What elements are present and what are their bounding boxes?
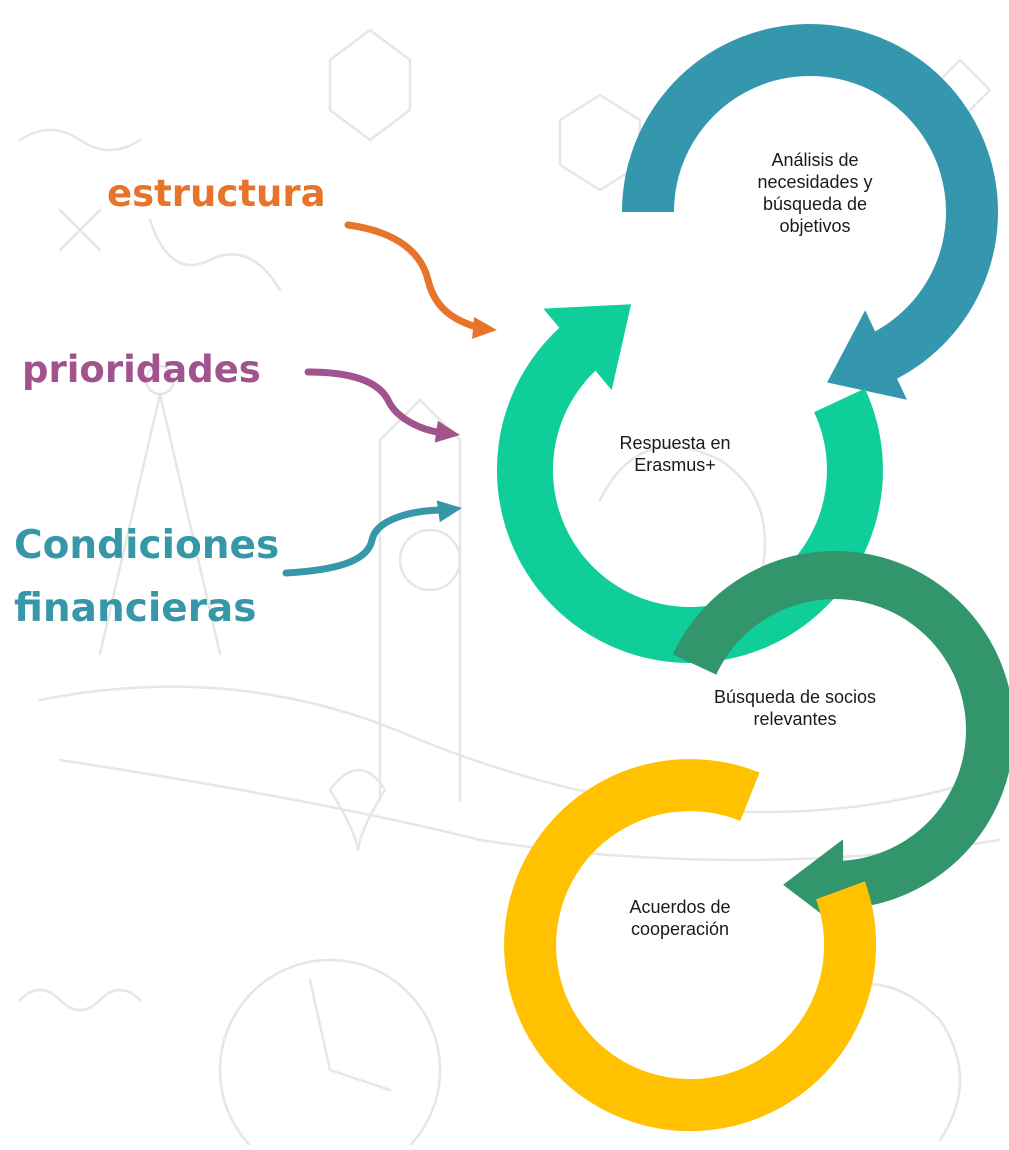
step-1-line-4: objetivos xyxy=(779,216,851,236)
step-2-arrowhead xyxy=(543,304,632,391)
step-2-ring xyxy=(497,322,883,663)
prioridades-arrowhead xyxy=(434,420,460,443)
step-1-line-1: Análisis de xyxy=(771,150,859,170)
condiciones-arrowhead xyxy=(436,500,462,523)
step-2-text: Respuesta en Erasmus+ xyxy=(590,432,760,476)
estructura-arrowhead xyxy=(472,317,497,339)
step-3-text: Búsqueda de socios relevantes xyxy=(680,686,910,730)
label-estructura: estructura xyxy=(107,172,326,215)
step-3-line-2: relevantes xyxy=(753,709,837,729)
label-condiciones-line2: financieras xyxy=(14,586,257,631)
prioridades-arrow-line xyxy=(304,368,447,437)
step-3-line-1: Búsqueda de socios xyxy=(713,687,877,707)
step-3-ring xyxy=(672,551,1009,909)
step-1-line-3: búsqueda de xyxy=(762,194,868,214)
step-4-line-2: cooperación xyxy=(630,919,730,939)
step-4-line-1: Acuerdos de xyxy=(629,897,731,917)
step-1-arrowhead xyxy=(827,310,907,400)
condiciones-arrow-line xyxy=(282,506,449,577)
step-2-line-2: Erasmus+ xyxy=(634,455,716,475)
step-1-ring xyxy=(622,24,998,383)
step-4-text: Acuerdos de cooperación xyxy=(595,896,765,940)
step-2-line-1: Respuesta en xyxy=(619,433,731,453)
label-condiciones-line1: Condiciones xyxy=(14,523,280,568)
step-1-text: Análisis de necesidades y búsqueda de ob… xyxy=(720,149,910,237)
label-prioridades: prioridades xyxy=(22,348,261,391)
diagram-marks xyxy=(282,24,1009,1132)
estructura-arrow-line xyxy=(344,221,484,332)
step-1-line-2: necesidades y xyxy=(757,172,873,192)
step-4-ring xyxy=(504,759,877,1132)
